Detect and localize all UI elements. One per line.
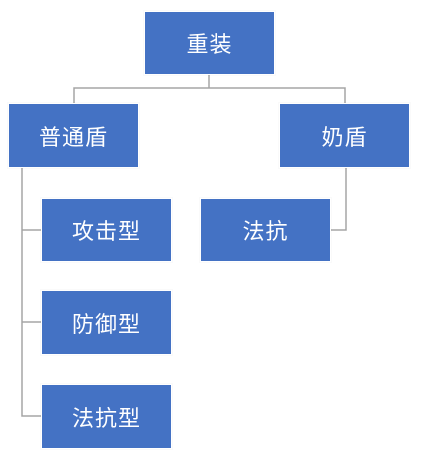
connector-root-bus [73, 74, 346, 103]
connector-healer-child [330, 168, 347, 231]
node-child-arts-resist: 法抗 [200, 198, 331, 262]
connector-shield-children [21, 168, 42, 417]
node-child-arts-resist-type: 法抗型 [41, 384, 172, 449]
node-root: 重装 [144, 11, 275, 75]
node-child-attack-type: 攻击型 [41, 198, 172, 262]
node-child-defense-type: 防御型 [41, 290, 172, 355]
node-branch-regular-shield: 普通盾 [8, 103, 139, 168]
node-branch-healer-shield: 奶盾 [279, 103, 410, 168]
